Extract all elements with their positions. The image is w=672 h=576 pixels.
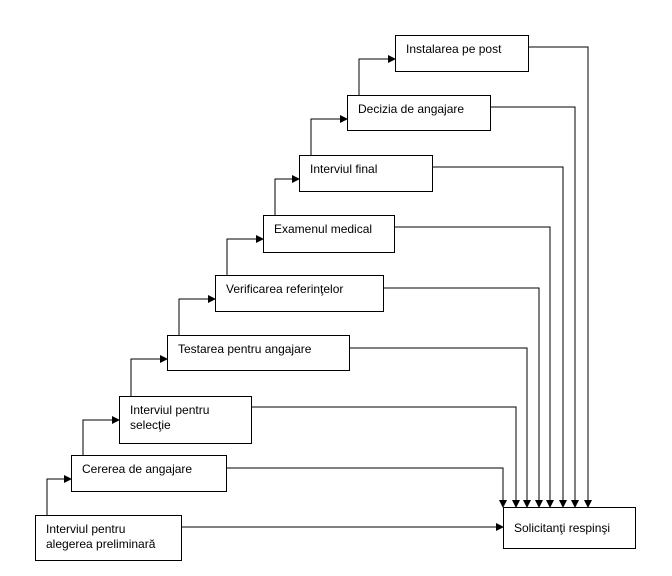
step-application: Cererea de angajare: [71, 455, 227, 492]
reject-arrow-4: [350, 347, 531, 508]
step-placement: Instalarea pe post: [395, 35, 529, 72]
reject-arrow-9: [529, 46, 592, 508]
step-medical-exam: Examenul medical: [263, 215, 395, 253]
next-step-arrow-1: [46, 475, 72, 515]
reject-arrow-7: [433, 166, 567, 508]
step-preliminary-interview: Interviul pentru alegerea preliminară: [35, 515, 182, 561]
next-step-arrow-3: [130, 355, 168, 396]
step-employment-testing: Testarea pentru angajare: [167, 335, 350, 371]
reject-arrow-2: [227, 467, 507, 508]
next-step-arrow-2: [82, 416, 120, 455]
step-hiring-decision: Decizia de angajare: [347, 95, 491, 131]
step-selection-interview: Interviul pentru selecţie: [119, 396, 252, 444]
step-reference-check: Verificarea referinţelor: [215, 275, 384, 312]
step-final-interview: Interviul final: [299, 155, 433, 192]
reject-arrow-6: [395, 226, 554, 508]
reject-arrow-3: [252, 406, 520, 508]
reject-arrow-8: [491, 106, 579, 508]
reject-arrow-5: [384, 287, 543, 508]
rejected-applicants-box: Solicitanţi respinşi: [503, 507, 636, 549]
next-step-arrow-7: [310, 115, 348, 155]
next-step-arrow-6: [274, 175, 300, 215]
next-step-arrow-5: [226, 235, 264, 275]
next-step-arrow-8: [358, 55, 396, 95]
next-step-arrow-4: [178, 295, 216, 335]
